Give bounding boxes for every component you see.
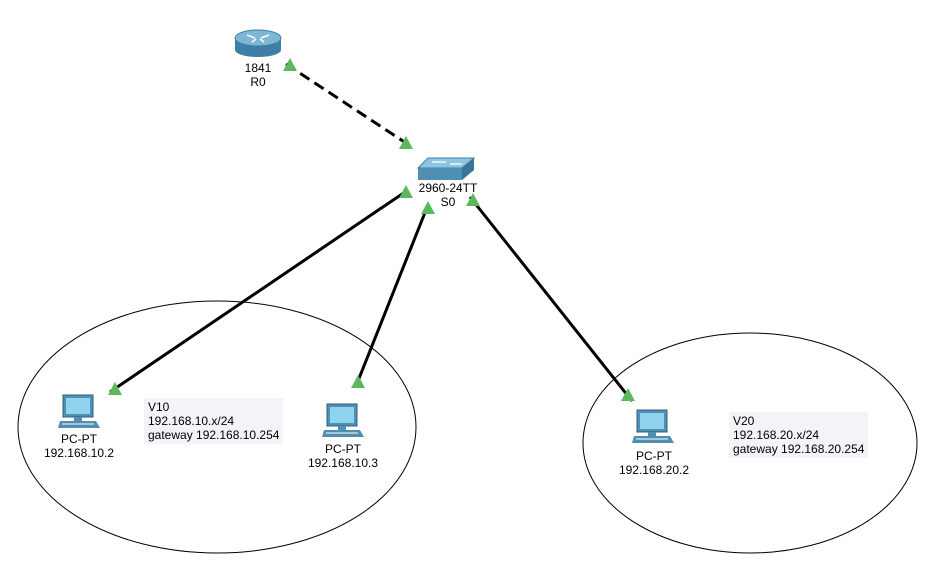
pc2-label: PC-PT 192.168.10.3 — [301, 442, 385, 470]
vlan20-boundary — [582, 332, 918, 554]
router-model: 1841 — [244, 61, 272, 75]
pc1-label: PC-PT 192.168.10.2 — [38, 432, 120, 460]
pc-icon[interactable] — [632, 409, 674, 443]
link-switch-pc3[interactable] — [468, 196, 634, 402]
pc1-type: PC-PT — [61, 432, 97, 446]
pc1-ip: 192.168.10.2 — [43, 446, 115, 460]
pc3-label: PC-PT 192.168.20.2 — [613, 449, 695, 477]
router-label: 1841 R0 — [238, 61, 278, 89]
router-icon[interactable] — [234, 29, 282, 57]
port-up-indicator — [466, 193, 480, 206]
vlan20-gateway: gateway 192.168.20.254 — [733, 442, 865, 456]
switch-icon[interactable] — [416, 157, 476, 180]
switch-name: S0 — [440, 195, 456, 209]
switch-model: 2960-24TT — [418, 181, 478, 195]
vlan10-gateway: gateway 192.168.10.254 — [148, 428, 280, 442]
vlan20-title: V20 — [733, 414, 755, 428]
port-up-indicator — [399, 136, 413, 149]
link-switch-pc1[interactable] — [109, 188, 409, 394]
vlan10-boundary — [17, 300, 417, 554]
port-up-indicator — [283, 58, 297, 71]
pc-icon[interactable] — [322, 403, 364, 437]
link-switch-pc2[interactable] — [354, 204, 430, 387]
vlan20-network: 192.168.20.x/24 — [733, 428, 820, 442]
port-up-indicator — [621, 388, 635, 401]
vlan10-note[interactable]: V10 192.168.10.x/24 gateway 192.168.10.2… — [144, 398, 284, 444]
vlan20-note[interactable]: V20 192.168.20.x/24 gateway 192.168.20.2… — [729, 412, 869, 458]
pc2-ip: 192.168.10.3 — [307, 456, 379, 470]
pc-icon[interactable] — [58, 394, 100, 428]
router-name: R0 — [250, 75, 266, 89]
port-up-indicator — [421, 201, 435, 214]
vlan10-title: V10 — [148, 400, 170, 414]
port-up-indicator — [108, 382, 122, 395]
switch-label: 2960-24TT S0 — [408, 181, 488, 209]
pc3-ip: 192.168.20.2 — [618, 463, 690, 477]
pc2-type: PC-PT — [325, 442, 361, 456]
link-router-switch[interactable] — [285, 62, 413, 149]
pc3-type: PC-PT — [636, 449, 672, 463]
port-up-indicator — [399, 185, 413, 198]
port-up-indicator — [351, 375, 365, 388]
vlan10-network: 192.168.10.x/24 — [148, 414, 235, 428]
